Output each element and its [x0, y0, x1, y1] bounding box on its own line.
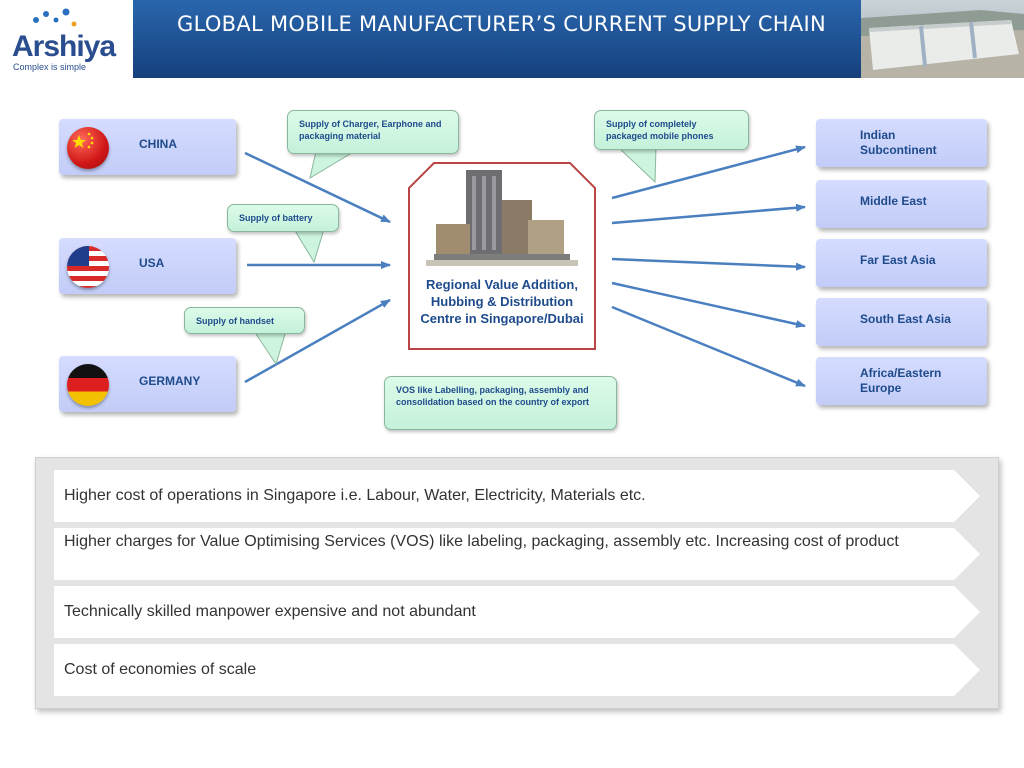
destination-label: Middle East	[860, 194, 927, 208]
destination-indian-subcontinent: Indian Subcontinent	[816, 119, 987, 167]
destination-south-east-asia: South East Asia	[816, 298, 987, 346]
germany-flag-icon	[67, 364, 109, 406]
issue-text: Higher charges for Value Optimising Serv…	[64, 533, 899, 550]
callout-battery-supply: Supply of battery	[227, 204, 339, 232]
regional-hub: Regional Value Addition, Hubbing & Distr…	[408, 162, 596, 350]
china-flag-icon	[67, 127, 109, 169]
source-label-germany: GERMANY	[139, 374, 201, 388]
issue-row: Higher cost of operations in Singapore i…	[54, 470, 980, 522]
arrow-hub-far-east-asia	[611, 257, 806, 271]
page-title: GLOBAL MOBILE MANUFACTURER’S CURRENT SUP…	[177, 12, 827, 36]
issues-panel: Higher cost of operations in Singapore i…	[35, 457, 999, 709]
callout-text: Supply of handset	[196, 316, 275, 326]
logo-dots-icon	[33, 8, 77, 27]
source-china: CHINA	[59, 119, 236, 175]
destination-label: Africa/Eastern Europe	[860, 366, 942, 395]
arrow-hub-south-east-asia	[611, 281, 806, 328]
issue-text: Technically skilled manpower expensive a…	[64, 603, 476, 620]
destination-label: Far East Asia	[860, 253, 936, 267]
company-logo: Arshiya Complex is simple	[0, 0, 133, 78]
logo-brand-text: Arshiya	[12, 30, 116, 63]
callout-charger-supply: Supply of Charger, Earphone and packagin…	[287, 110, 459, 154]
callout-phones-supply: Supply of completely packaged mobile pho…	[594, 110, 749, 150]
issue-text: Higher cost of operations in Singapore i…	[64, 487, 646, 504]
arrow-hub-middle-east	[611, 203, 806, 225]
callout-vos: VOS like Labelling, packaging, assembly …	[384, 376, 617, 430]
source-usa: USA	[59, 238, 236, 294]
issue-row: Higher charges for Value Optimising Serv…	[54, 528, 980, 580]
title-bar: GLOBAL MOBILE MANUFACTURER’S CURRENT SUP…	[133, 0, 861, 78]
source-germany: GERMANY	[59, 356, 236, 412]
source-label-china: CHINA	[139, 137, 177, 151]
warehouse-photo	[861, 0, 1024, 78]
hub-building-icon	[408, 162, 596, 350]
destination-label: South East Asia	[860, 312, 951, 326]
arrow-hub-africa-eastern-europe	[611, 305, 806, 388]
hub-label: Regional Value Addition, Hubbing & Distr…	[420, 277, 584, 326]
issue-text: Cost of economies of scale	[64, 661, 257, 678]
callout-text: Supply of Charger, Earphone and packagin…	[299, 119, 442, 141]
logo-tagline: Complex is simple	[13, 62, 87, 72]
issue-row: Technically skilled manpower expensive a…	[54, 586, 980, 638]
issue-row: Cost of economies of scale	[54, 644, 980, 696]
arrow-hub-indian-subcontinent	[611, 145, 806, 200]
destination-label: Indian Subcontinent	[860, 128, 937, 157]
destination-middle-east: Middle East	[816, 180, 987, 228]
callout-text: Supply of completely packaged mobile pho…	[606, 119, 714, 141]
callout-text: Supply of battery	[239, 213, 313, 223]
source-label-usa: USA	[139, 256, 165, 270]
warehouse-photo-icon	[861, 10, 1024, 78]
callout-handset-supply: Supply of handset	[184, 307, 305, 334]
destination-far-east-asia: Far East Asia	[816, 239, 987, 287]
destination-africa-eastern-europe: Africa/Eastern Europe	[816, 357, 987, 405]
usa-flag-icon	[67, 246, 109, 288]
callout-text: VOS like Labelling, packaging, assembly …	[396, 385, 590, 407]
